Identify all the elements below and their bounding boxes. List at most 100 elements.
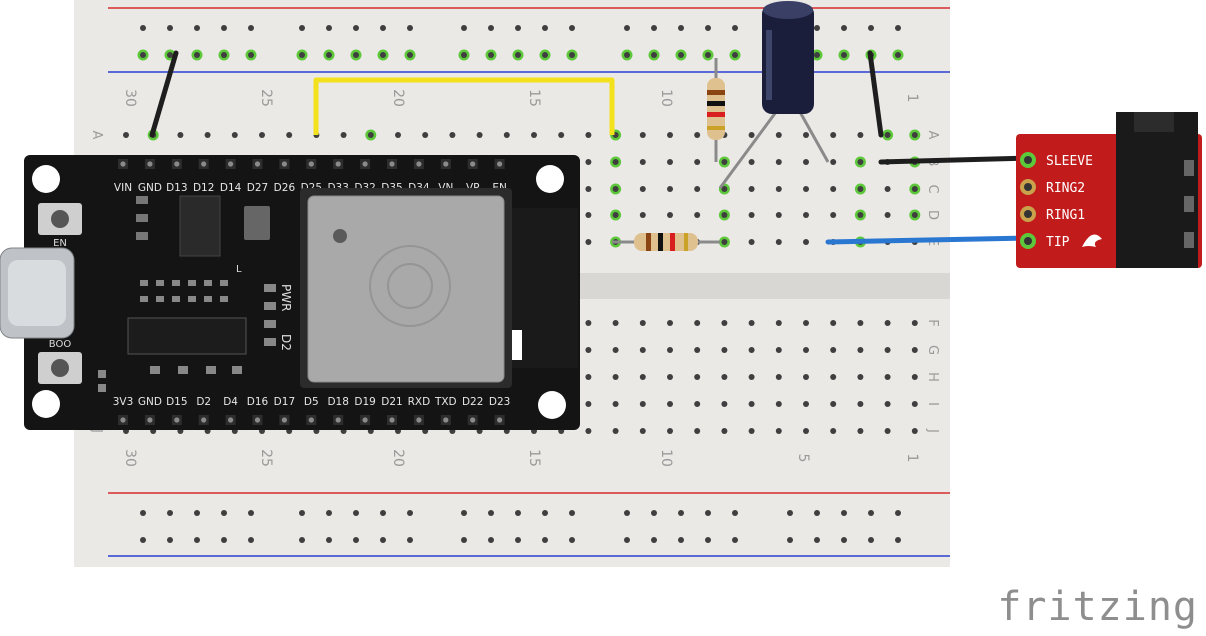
- rail-hole: [841, 537, 847, 543]
- row-letter: C: [925, 184, 940, 193]
- header-pin: [308, 417, 314, 423]
- breadboard-hole: [748, 239, 755, 245]
- breadboard-hole: [694, 159, 701, 165]
- column-number: 1: [904, 94, 920, 103]
- breadboard-hole: [884, 212, 891, 218]
- jack-pad: [1024, 156, 1032, 164]
- rail-hole: [515, 52, 521, 58]
- rail-hole: [194, 537, 200, 543]
- header-pin: [120, 417, 126, 423]
- header-pin: [254, 161, 261, 167]
- rail-hole: [542, 537, 548, 543]
- header-pin: [201, 417, 207, 423]
- breadboard-hole: [884, 428, 891, 434]
- breadboard-hole: [884, 186, 891, 192]
- mount-hole-icon: [536, 165, 564, 193]
- breadboard-hole: [775, 212, 782, 218]
- row-letter: G: [925, 345, 940, 355]
- sparkfun-flame-icon: [1082, 234, 1102, 247]
- rail-hole: [787, 537, 793, 543]
- breadboard-hole: [857, 212, 864, 218]
- rail-hole: [488, 25, 494, 31]
- header-pin: [497, 161, 503, 167]
- breadboard-hole: [531, 132, 537, 138]
- breadboard-hole: [204, 132, 211, 138]
- jack-pin-label: RING1: [1046, 208, 1085, 223]
- breadboard-hole: [884, 132, 891, 138]
- pin-label: RXD: [408, 396, 431, 408]
- fritzing-logo: fritzing: [997, 584, 1198, 630]
- wire-black-rail: [867, 50, 884, 138]
- breadboard-hole: [830, 186, 837, 192]
- breadboard-hole: [612, 347, 619, 353]
- rail-hole: [380, 510, 386, 516]
- rail-hole: [461, 510, 467, 516]
- breadboard-hole: [721, 186, 728, 192]
- row-letter: J: [89, 428, 104, 433]
- rail-hole: [895, 537, 901, 543]
- antenna-area: [512, 208, 578, 368]
- breadboard-hole: [639, 374, 646, 380]
- header-pin: [201, 161, 207, 167]
- breadboard-hole: [830, 374, 837, 380]
- breadboard-hole: [667, 401, 673, 407]
- rail-hole: [167, 25, 173, 31]
- pin-label: D14: [220, 182, 242, 194]
- rail-hole: [353, 52, 359, 58]
- breadboard-hole: [911, 347, 918, 353]
- breadboard-hole: [830, 320, 837, 326]
- column-number: 30: [122, 449, 138, 467]
- rail-hole: [732, 537, 738, 543]
- breadboard-hole: [775, 132, 782, 138]
- breadboard-hole: [775, 347, 782, 353]
- breadboard-hole: [830, 159, 837, 165]
- row-letter: A: [925, 131, 940, 140]
- breadboard-hole: [748, 132, 755, 138]
- breadboard-hole: [803, 212, 809, 218]
- led-d2-label: D2: [279, 334, 293, 351]
- header-pin: [389, 417, 395, 423]
- breadboard-hole: [340, 132, 347, 138]
- breadboard-hole: [694, 401, 701, 407]
- breadboard-hole: [476, 132, 483, 138]
- breadboard-hole: [612, 428, 619, 434]
- rail-hole: [248, 25, 254, 31]
- breadboard-hole: [612, 320, 619, 326]
- breadboard-hole: [585, 212, 592, 218]
- header-pin: [147, 161, 153, 167]
- breadboard-hole: [721, 320, 728, 326]
- breadboard-hole: [857, 320, 864, 326]
- pin-label: D4: [223, 396, 238, 408]
- breadboard-hole: [911, 428, 918, 434]
- breadboard-hole: [694, 186, 701, 192]
- rail-hole: [461, 25, 467, 31]
- pin-label: TXD: [434, 396, 457, 408]
- header-pin: [470, 417, 476, 423]
- breadboard-hole: [775, 320, 782, 326]
- rail-hole: [841, 510, 847, 516]
- pin-label: D13: [166, 182, 187, 194]
- jack-pin-label: RING2: [1046, 181, 1085, 196]
- rail-hole: [299, 52, 305, 58]
- breadboard-hole: [585, 239, 592, 245]
- rail-hole: [194, 52, 200, 58]
- breadboard-hole: [775, 401, 782, 407]
- rail-hole: [407, 52, 413, 58]
- breadboard-hole: [884, 374, 891, 380]
- column-number: 25: [258, 449, 274, 467]
- header-pin: [443, 417, 449, 423]
- breadboard-hole: [748, 159, 755, 165]
- rail-hole: [353, 537, 359, 543]
- rail-hole: [868, 537, 874, 543]
- header-pin: [335, 417, 341, 423]
- breadboard-hole: [748, 212, 755, 218]
- rail-hole: [624, 510, 630, 516]
- rail-hole: [515, 537, 521, 543]
- column-number: 10: [658, 449, 674, 467]
- header-pin: [147, 417, 153, 423]
- header-pin: [470, 161, 476, 167]
- pin-label: D26: [274, 182, 296, 194]
- breadboard-hole: [449, 132, 456, 138]
